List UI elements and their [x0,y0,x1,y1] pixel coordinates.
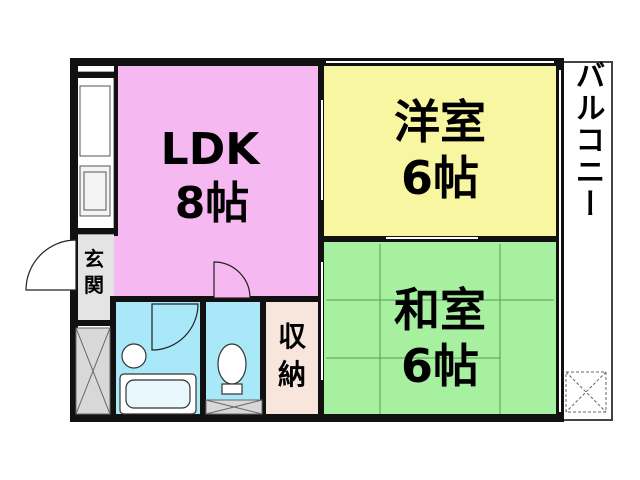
bath-fixtures [119,343,247,415]
western-room [322,66,558,240]
windows [321,61,561,412]
japanese-label-2: 6帖 [401,339,479,393]
kitchen-fixtures [79,85,111,217]
entrance-door-icon [25,239,77,291]
japanese-label-1: 和室 [394,283,486,337]
doors [25,239,251,351]
storage-closet [264,300,322,418]
japanese-room [322,240,558,418]
balcony [561,61,613,421]
western-label-1: 洋室 [394,95,486,149]
entrance-label-1: 玄 [84,247,104,271]
storage-label-1: 収 [278,320,307,353]
ldk-door-icon [213,261,251,299]
western-label-2: 6帖 [401,151,479,205]
toilet-icon [217,343,247,385]
ldk-label-2: 8帖 [175,178,250,229]
cross-boxes [75,327,607,415]
entrance-floor [76,234,114,324]
storage-label-2: 納 [278,358,306,391]
entrance-label-2: 関 [84,273,104,297]
ldk-label-1: LDK [161,124,262,175]
bath-door-icon [151,303,199,351]
tatami-lines [326,244,554,414]
balcony-label: バルコニー [570,60,605,220]
ldk-room [114,66,322,300]
washbasin-icon [121,343,147,369]
